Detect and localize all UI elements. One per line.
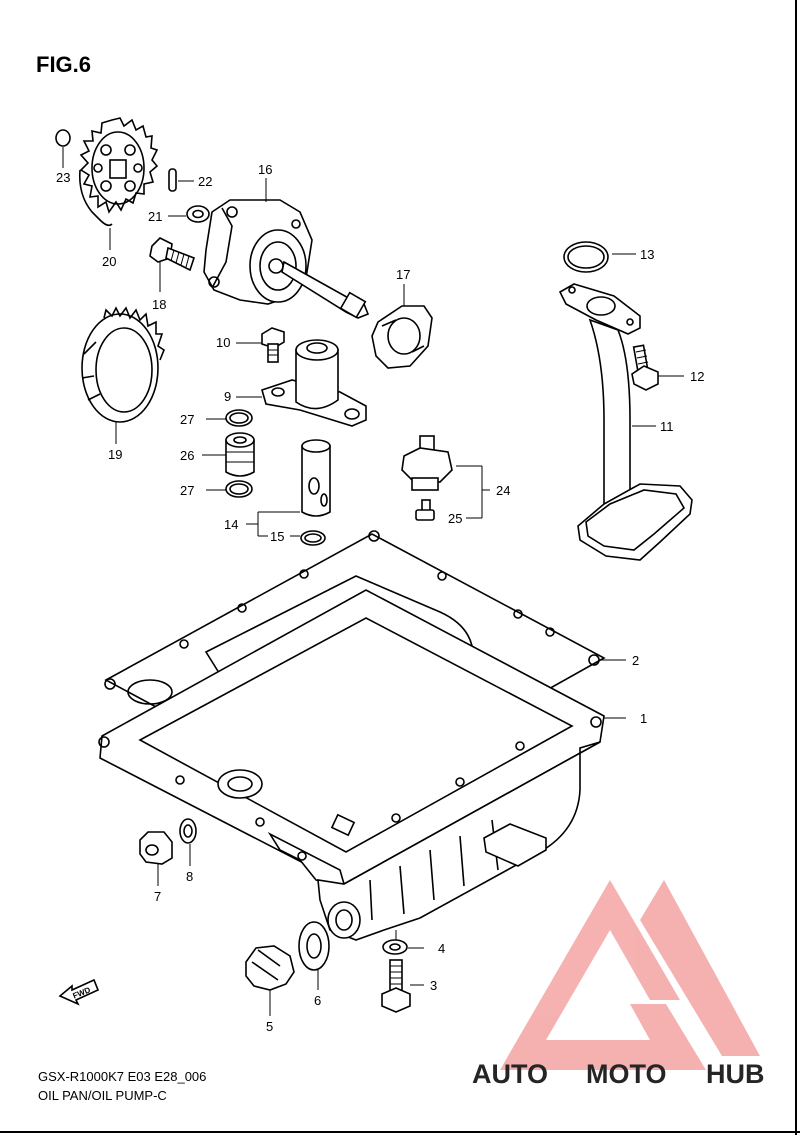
callout-24: 24 <box>496 483 510 498</box>
part-9-strainer-holder <box>236 339 367 427</box>
part-22-dowel-pin <box>168 168 194 192</box>
callout-15: 15 <box>270 529 284 544</box>
callout-2: 2 <box>632 653 639 668</box>
part-15-o-ring <box>258 530 326 546</box>
callout-14: 14 <box>224 517 238 532</box>
part-3-bolt <box>381 959 424 1013</box>
callout-labels: 1 2 3 4 5 6 7 8 9 10 11 12 13 14 15 16 1… <box>56 162 704 1034</box>
callout-25: 25 <box>448 511 462 526</box>
part-14-pipe <box>246 439 331 536</box>
part-18-bolt <box>149 237 196 292</box>
callout-7: 7 <box>154 889 161 904</box>
part-25-screw <box>415 499 482 521</box>
callout-27-lower: 27 <box>180 483 194 498</box>
part-5-plug <box>245 945 295 1016</box>
part-19-ring-gear <box>81 306 165 444</box>
callout-27-upper: 27 <box>180 412 194 427</box>
part-10-bolt <box>236 327 285 363</box>
callout-18: 18 <box>152 297 166 312</box>
part-12-bolt <box>631 344 684 391</box>
part-7-drain-plug <box>139 831 173 886</box>
part-17-gasket <box>371 284 433 369</box>
callout-1: 1 <box>640 711 647 726</box>
part-27-o-ring-lower <box>206 480 253 498</box>
part-1-oil-pan <box>98 589 626 944</box>
callout-19: 19 <box>108 447 122 462</box>
callout-12: 12 <box>690 369 704 384</box>
part-8-washer <box>179 818 197 866</box>
part-21-washer <box>168 205 210 223</box>
part-24-oil-pressure-switch <box>401 435 490 518</box>
callout-26: 26 <box>180 448 194 463</box>
callout-6: 6 <box>314 993 321 1008</box>
part-26-sleeve <box>202 432 255 477</box>
part-27-o-ring-upper <box>206 409 253 427</box>
callout-9: 9 <box>224 389 231 404</box>
callout-20: 20 <box>102 254 116 269</box>
callout-22: 22 <box>198 174 212 189</box>
watermark-hub: HUB <box>706 1059 765 1089</box>
part-13-o-ring <box>563 241 636 273</box>
callout-10: 10 <box>216 335 230 350</box>
watermark-auto: AUTO <box>472 1059 548 1089</box>
watermark-moto: MOTO <box>586 1059 667 1089</box>
part-16-oil-pump <box>203 178 370 319</box>
watermark-logo: AUTO MOTO HUB <box>472 880 765 1089</box>
callout-8: 8 <box>186 869 193 884</box>
part-11-strainer-pipe <box>558 283 693 561</box>
model-code-caption: GSX-R1000K7 E03 E28_006 <box>38 1069 206 1084</box>
part-23-circlip <box>55 129 71 168</box>
section-name-caption: OIL PAN/OIL PUMP-C <box>38 1088 167 1103</box>
part-20-driven-gear <box>78 117 159 250</box>
callout-11: 11 <box>660 419 674 434</box>
callout-21: 21 <box>148 209 162 224</box>
callout-5: 5 <box>266 1019 273 1034</box>
figure-title: FIG.6 <box>36 52 91 77</box>
part-6-gasket <box>298 921 330 990</box>
callout-13: 13 <box>640 247 654 262</box>
callout-16: 16 <box>258 162 272 177</box>
triangle-logo-icon <box>500 880 760 1070</box>
callout-17: 17 <box>396 267 410 282</box>
callout-3: 3 <box>430 978 437 993</box>
callout-4: 4 <box>438 941 445 956</box>
fwd-arrow-icon: FWD <box>58 978 100 1006</box>
part-4-washer <box>382 939 424 955</box>
callout-23: 23 <box>56 170 70 185</box>
